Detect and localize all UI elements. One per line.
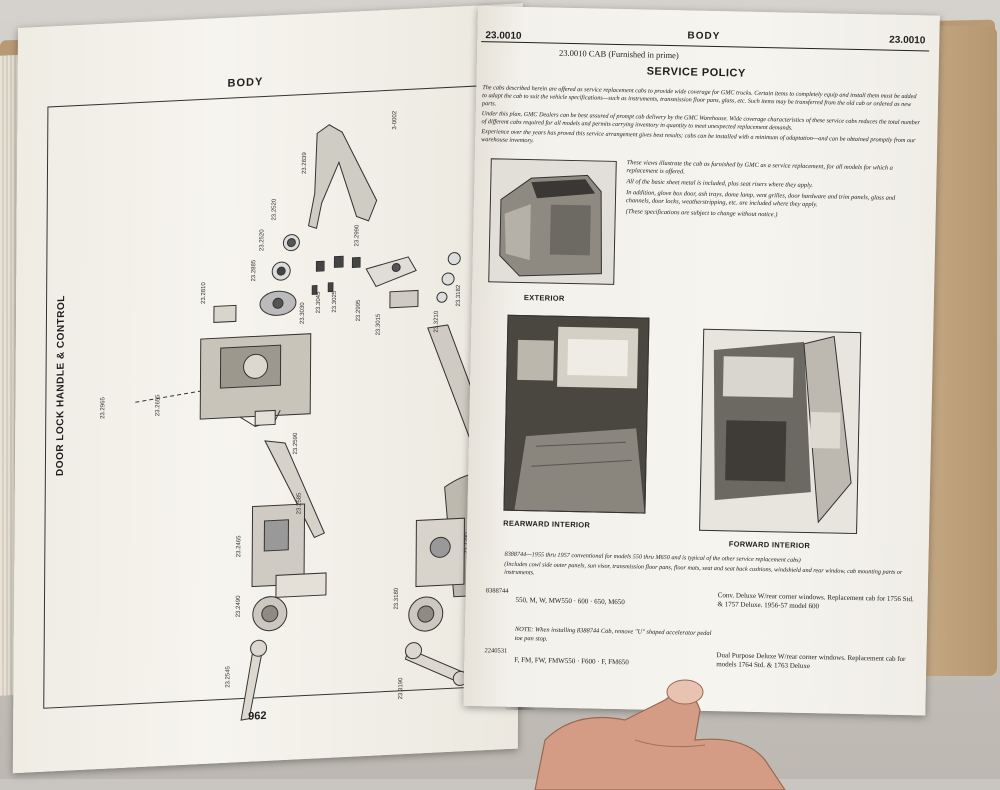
caption-rearward: REARWARD INTERIOR — [503, 518, 591, 530]
exploded-parts-illustration — [135, 124, 516, 721]
part-number: 23.2810 — [201, 282, 208, 305]
part-number: 23.2590 — [292, 432, 300, 455]
left-page: BODY — [12, 3, 523, 774]
part-number: 23.3015 — [375, 313, 382, 336]
header-code-left: 23.0010 — [485, 30, 522, 42]
door-lock-mechanism — [199, 333, 312, 427]
illustration-title: DOOR LOCK HANDLE & CONTROL — [54, 294, 68, 477]
header-code-right: 23.0010 — [889, 34, 926, 47]
right-page: 23.0010 BODY 23.0010 23.0010 CAB (Furnis… — [463, 6, 940, 716]
hand-holding-page — [534, 679, 786, 790]
part-number: 23.2520 — [259, 229, 266, 252]
right-page-header: 23.0010 BODY 23.0010 — [477, 20, 939, 52]
part-number: 23.2490 — [235, 595, 242, 618]
cab-forward-interior-image — [700, 329, 861, 534]
part-number: 23.3030 — [299, 302, 306, 325]
header-title: BODY — [687, 30, 721, 43]
page-number: 962 — [248, 709, 267, 723]
inside-handle-part — [307, 124, 378, 230]
part-number: 23.3180 — [393, 587, 400, 610]
part-number: 23.2655 — [155, 394, 162, 417]
note-paragraph: In addition, glove box door, ash trays, … — [625, 189, 896, 209]
caption-forward: FORWARD INTERIOR — [728, 539, 811, 551]
part-number: 23.2885 — [251, 259, 258, 282]
part-number: 3-0002 — [392, 110, 399, 130]
caption-exterior: EXTERIOR — [523, 293, 565, 303]
cab-description: 8388744—1955 thru 1957 conventional for … — [504, 551, 914, 588]
part-number: 23.2839 — [301, 152, 309, 175]
notes-text: These views illustrate the cab as furnis… — [626, 159, 917, 225]
cab-entry: 8388744 550, M, W, MW550 · 600 · 650, M6… — [485, 586, 916, 610]
part-number: 23.3045 — [315, 291, 323, 314]
cab-rear-interior-image — [504, 315, 649, 513]
part-number: 23.2995 — [355, 299, 362, 322]
section-title: SERVICE POLICY — [646, 65, 746, 80]
part-number: 23.2545 — [225, 665, 232, 688]
part-number: 23.3025 — [331, 290, 339, 313]
note-paragraph: These views illustrate the cab as furnis… — [626, 159, 893, 176]
part-number: 23.2990 — [354, 224, 361, 247]
entry-models: 550, M, W, MW550 · 600 · 650, M650 — [515, 595, 625, 607]
part-number: 23.3182 — [455, 284, 463, 307]
cab-entry-note: NOTE: When installing 8388744 Cab, remov… — [485, 624, 915, 643]
part-code-line: 23.0010 CAB (Furnished in prime) — [558, 47, 679, 61]
part-number: 23.2465 — [236, 535, 243, 558]
entry-part-number: 8388744 — [485, 587, 509, 595]
part-number: 23.2965 — [100, 396, 107, 419]
policy-text: The cabs described herein are offered as… — [481, 84, 922, 155]
part-number: 23.3190 — [398, 677, 405, 700]
cab-exterior-image — [489, 159, 616, 284]
entry-description: Conv. Deluxe W/rear corner windows. Repl… — [717, 591, 914, 611]
rearward-interior-photo — [503, 314, 650, 514]
exterior-photo — [488, 158, 617, 285]
part-number: 23.2585 — [296, 492, 303, 515]
part-number: 23.2520 — [271, 198, 278, 221]
entry-part-number: 2240531 — [484, 647, 508, 655]
forward-interior-photo — [699, 328, 862, 535]
part-number: 23.3210 — [433, 310, 440, 333]
